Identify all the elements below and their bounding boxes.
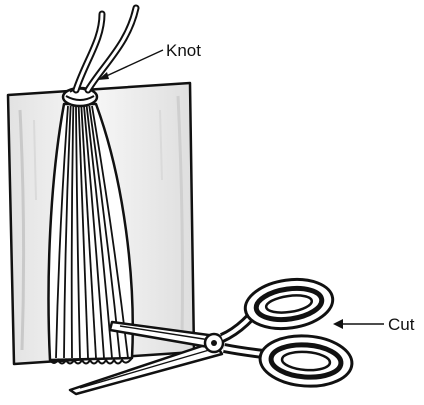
knot bbox=[61, 86, 99, 108]
knot-callout-arrow bbox=[98, 49, 164, 80]
tassel-strand bbox=[55, 105, 69, 359]
cut-callout-arrow bbox=[333, 319, 384, 329]
tassel-strands bbox=[47, 102, 134, 365]
tassel-strand bbox=[75, 105, 81, 359]
scissors bbox=[68, 277, 354, 396]
tassel-strand bbox=[83, 105, 105, 359]
yarn-loop bbox=[72, 4, 140, 94]
tassel-strand bbox=[80, 105, 97, 359]
cut-label: Cut bbox=[388, 315, 415, 334]
tassel-strand bbox=[70, 105, 75, 359]
tassel-strand bbox=[77, 105, 89, 359]
tassel-strand bbox=[63, 105, 72, 359]
knot-label: Knot bbox=[166, 41, 201, 60]
tassel-strand bbox=[85, 105, 113, 359]
